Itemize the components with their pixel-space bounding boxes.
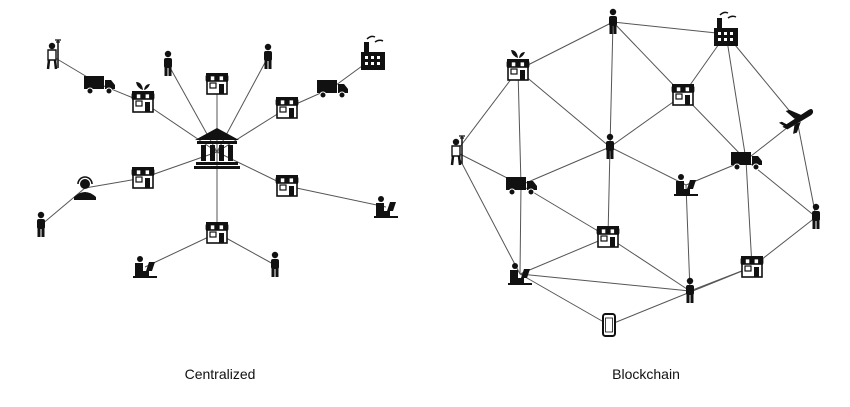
nodes-layer: [37, 8, 820, 337]
caption-centralized: Centralized: [184, 366, 256, 382]
edge-b-laptop1-b-person-low: [685, 184, 691, 292]
factory-icon: [714, 11, 738, 46]
edge-b-store2-b-truck2: [682, 94, 747, 161]
bank-icon: [194, 128, 240, 169]
truck-icon: [317, 80, 348, 99]
edge-b-store1-b-truck1: [517, 69, 522, 186]
edge-b-person-top-b-person-mid: [609, 21, 614, 148]
person-icon: [271, 251, 279, 277]
laptop-user-icon: [374, 196, 398, 218]
store-icon: [131, 167, 155, 189]
store-icon: [740, 256, 764, 278]
factory-icon: [361, 35, 385, 70]
edge-c-store5-c-laptop1: [286, 185, 387, 208]
edge-c-store3-bank: [216, 107, 288, 153]
laptop-user-icon: [133, 256, 157, 278]
edge-b-person-mid-b-laptop1: [609, 146, 687, 186]
person-icon: [264, 43, 272, 69]
person-icon: [812, 203, 820, 229]
store-icon: [596, 226, 620, 248]
edge-b-plane-b-person-right: [796, 119, 817, 218]
edge-b-truck1-b-laptop2: [519, 184, 522, 275]
farm-store-icon: [506, 50, 530, 81]
laptop-user-icon: [674, 174, 698, 196]
caption-blockchain: Blockchain: [612, 366, 680, 382]
truck-icon: [731, 152, 762, 171]
laptop-user-icon: [508, 263, 532, 285]
person-icon: [609, 8, 617, 34]
edge-b-person-mid-b-store3: [607, 146, 611, 238]
edge-b-truck1-b-store3: [520, 184, 609, 238]
edge-b-person-top-b-factory: [612, 21, 727, 35]
edge-b-factory-b-plane: [725, 33, 798, 121]
person-icon: [164, 50, 172, 76]
store-icon: [205, 73, 229, 95]
edge-b-store3-b-laptop2: [519, 236, 609, 275]
store-icon: [275, 175, 299, 197]
truck-icon: [84, 76, 115, 95]
edge-b-person-mid-b-truck1: [520, 146, 611, 186]
person-icon: [37, 211, 45, 237]
edge-b-truck2-b-store4: [745, 159, 753, 268]
edge-b-laptop2-b-phone: [519, 273, 610, 326]
farmer-icon: [46, 39, 61, 70]
edge-c-store1-bank: [142, 101, 218, 153]
farmer-icon: [450, 135, 465, 166]
edges-layer: [40, 21, 817, 326]
person-icon: [686, 277, 694, 303]
airplane-icon: [778, 109, 814, 134]
edge-b-store1-b-farmer: [455, 69, 519, 153]
edge-b-farmer-b-laptop2: [455, 151, 521, 275]
edge-b-laptop2-b-person-low: [519, 273, 691, 292]
edge-b-factory-b-truck2: [725, 33, 747, 161]
person-icon: [606, 133, 614, 159]
farm-store-icon: [131, 82, 155, 113]
edge-b-person-top-b-store2: [612, 21, 684, 96]
store-icon: [205, 222, 229, 244]
edge-c-store6-c-laptop2: [144, 232, 218, 268]
edge-b-store1-b-person-mid: [517, 69, 611, 148]
headset-operator-icon: [74, 176, 96, 200]
edge-b-store3-b-person-low: [607, 236, 691, 292]
edge-c-person2-c-operator: [40, 187, 86, 226]
edge-b-store2-b-person-mid: [609, 94, 684, 148]
truck-icon: [506, 177, 537, 196]
store-icon: [275, 97, 299, 119]
edge-b-store1-b-person-top: [517, 21, 614, 71]
store-icon: [671, 84, 695, 106]
smartphone-icon: [602, 313, 616, 337]
